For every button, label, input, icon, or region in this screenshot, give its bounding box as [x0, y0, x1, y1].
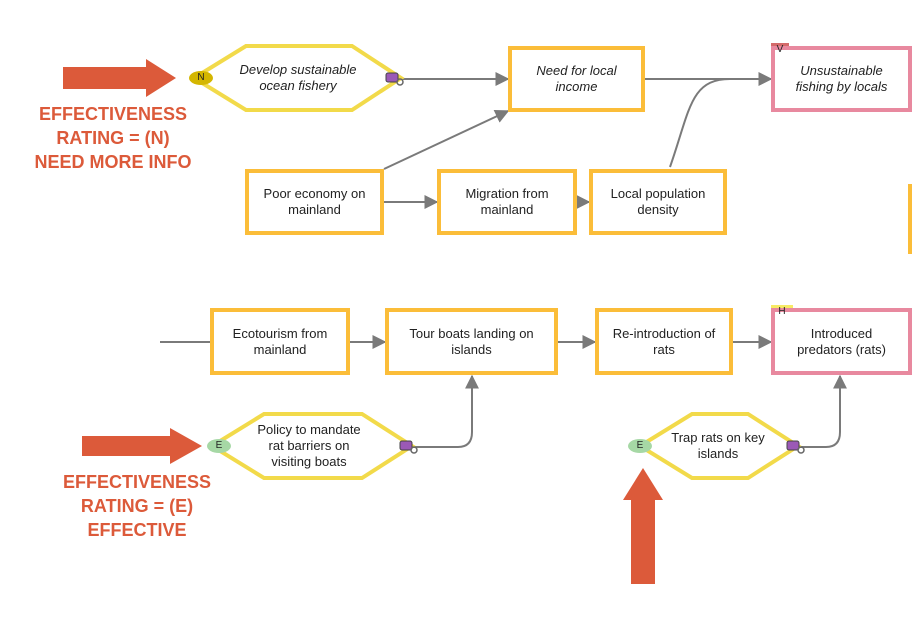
badge-need-info-dot — [189, 71, 213, 85]
strategy-develop-label: Develop sustainable ocean fishery — [239, 62, 357, 93]
factor-need-income[interactable]: Need for local income — [508, 46, 645, 112]
rating-effective-callout: EFFECTIVENESS RATING = (E) EFFECTIVE — [34, 470, 240, 542]
health-tag: H — [778, 306, 786, 317]
factor-reintroduction[interactable]: Re-introduction of rats — [595, 308, 733, 375]
target-unsustainable-fishing[interactable]: Unsustainable fishing by locals — [771, 46, 912, 112]
rating-need-info-callout: EFFECTIVENESS RATING = (N) NEED MORE INF… — [10, 102, 216, 174]
connector-economy-to-income — [383, 109, 510, 170]
callout-arrow-effective — [82, 428, 202, 464]
callout-arrow-need-info — [63, 59, 176, 97]
badge-effective-dot-trap — [628, 439, 652, 453]
badge-effective-policy: E — [215, 440, 223, 451]
rating-line: RATING = (N) — [56, 128, 170, 148]
connector-policy-to-boats — [412, 374, 479, 448]
link-icon[interactable] — [786, 440, 805, 454]
target-introduced-predators[interactable]: Introduced predators (rats) — [771, 308, 912, 375]
link-icon[interactable] — [399, 440, 418, 454]
factor-ecotourism[interactable]: Ecotourism from mainland — [210, 308, 350, 375]
rating-line: NEED MORE INFO — [34, 152, 192, 172]
connector-density-to-unsustainable — [669, 78, 731, 168]
rating-line: RATING = (E) — [80, 496, 194, 516]
link-icon[interactable] — [385, 72, 404, 86]
factor-poor-economy[interactable]: Poor economy on mainland — [245, 169, 384, 235]
connector-trap-to-predators — [796, 374, 847, 448]
badge-effective-trap: E — [636, 440, 644, 451]
factor-local-population[interactable]: Local population density — [589, 169, 727, 235]
strategy-trap-label: Trap rats on key islands — [671, 430, 765, 461]
viability-tag: V — [776, 44, 784, 55]
rating-line: EFFECTIVENESS — [38, 104, 188, 124]
factor-tour-boats[interactable]: Tour boats landing on islands — [385, 308, 558, 375]
factor-migration[interactable]: Migration from mainland — [437, 169, 577, 235]
rating-line: EFFECTIVENESS — [62, 472, 212, 492]
strategy-develop-shape[interactable] — [190, 44, 405, 112]
rating-line: EFFECTIVE — [87, 520, 187, 540]
callout-arrow-up — [623, 468, 663, 584]
strategy-policy-label: Policy to mandate rat barriers on visiti… — [257, 422, 361, 469]
badge-effective-dot-policy — [207, 439, 231, 453]
badge-need-info: N — [197, 72, 205, 83]
offscreen-box-edge — [908, 184, 912, 254]
